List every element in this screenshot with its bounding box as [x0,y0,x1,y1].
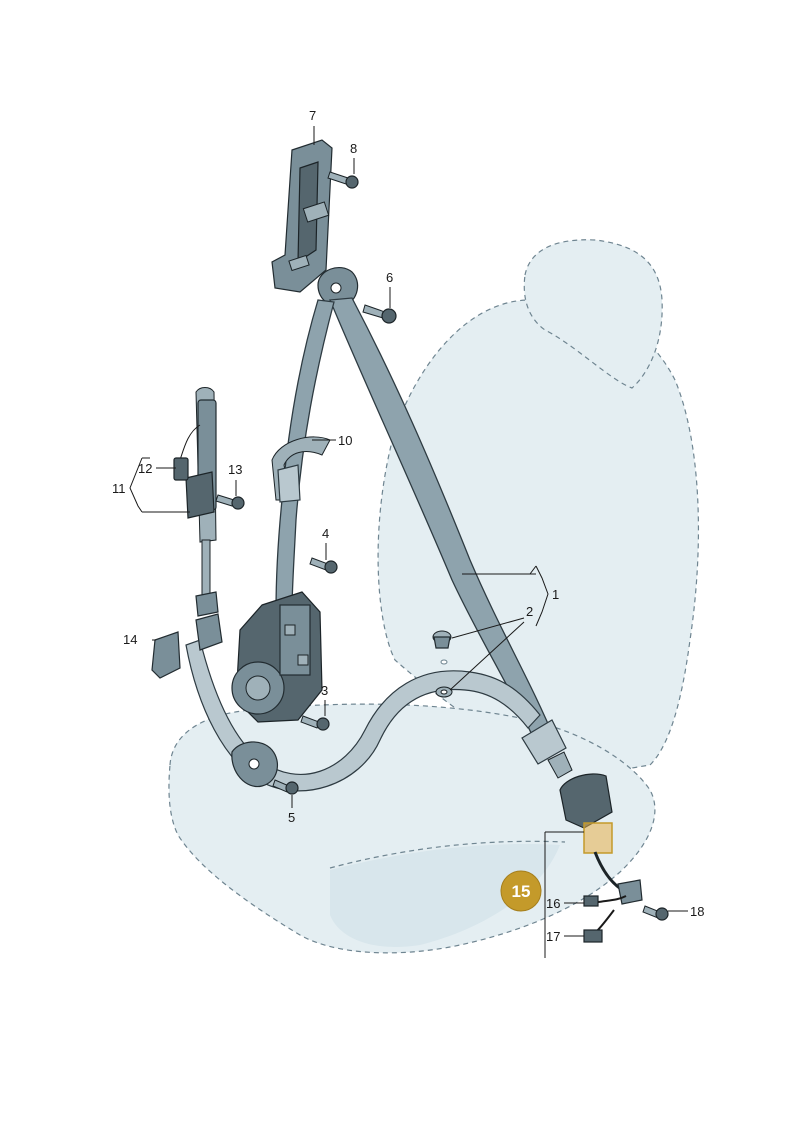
callout-16: 16 [546,896,560,911]
callout-13: 13 [228,462,242,477]
callout-7: 7 [309,108,316,123]
bracket-14 [151,631,181,679]
belt-tensioner [173,387,219,617]
bolt-3-icon [300,715,330,731]
callout-8: 8 [350,141,357,156]
highlight-badge-15[interactable]: 15 [500,870,542,912]
leader-lines [129,126,688,958]
seat-cushion-front [330,844,560,947]
connector-16 [583,895,627,907]
callout-6: 6 [386,270,393,285]
highlight-badge-label: 15 [512,882,531,901]
seat-illustration [168,239,700,954]
belt-retractor [231,591,323,723]
seat-cushion-front-edge [329,840,566,869]
callout-17: 17 [546,929,560,944]
bolt-4-icon [309,557,338,574]
belt-tongue [521,719,573,779]
bolt-18-icon [642,905,669,921]
callout-11: 11 [112,481,126,496]
callout-14: 14 [123,632,137,647]
lower-anchor [231,741,279,788]
callout-5: 5 [288,810,295,825]
lap-belt-bracket [195,613,223,651]
callout-1: 1 [552,587,559,602]
connector-17 [583,909,615,943]
bolt-13-icon [215,494,245,510]
callout-12: 12 [138,461,152,476]
callout-4: 4 [322,526,329,541]
callout-2: 2 [526,604,533,619]
bolt-6-icon [362,304,397,324]
bolt-8-icon [327,171,359,189]
callout-labels: 7 8 6 10 4 1 2 3 5 12 13 11 14 16 17 18 [112,108,704,944]
height-adjuster-rail [271,139,333,293]
belt-guide-10 [271,436,331,503]
seat-headrest [523,239,663,389]
callout-10: 10 [338,433,352,448]
bolt-5-icon [272,779,299,795]
callout-18: 18 [690,904,704,919]
callout-3: 3 [321,683,328,698]
caps-2 [432,630,453,698]
belt-buckle-15 [559,773,643,905]
